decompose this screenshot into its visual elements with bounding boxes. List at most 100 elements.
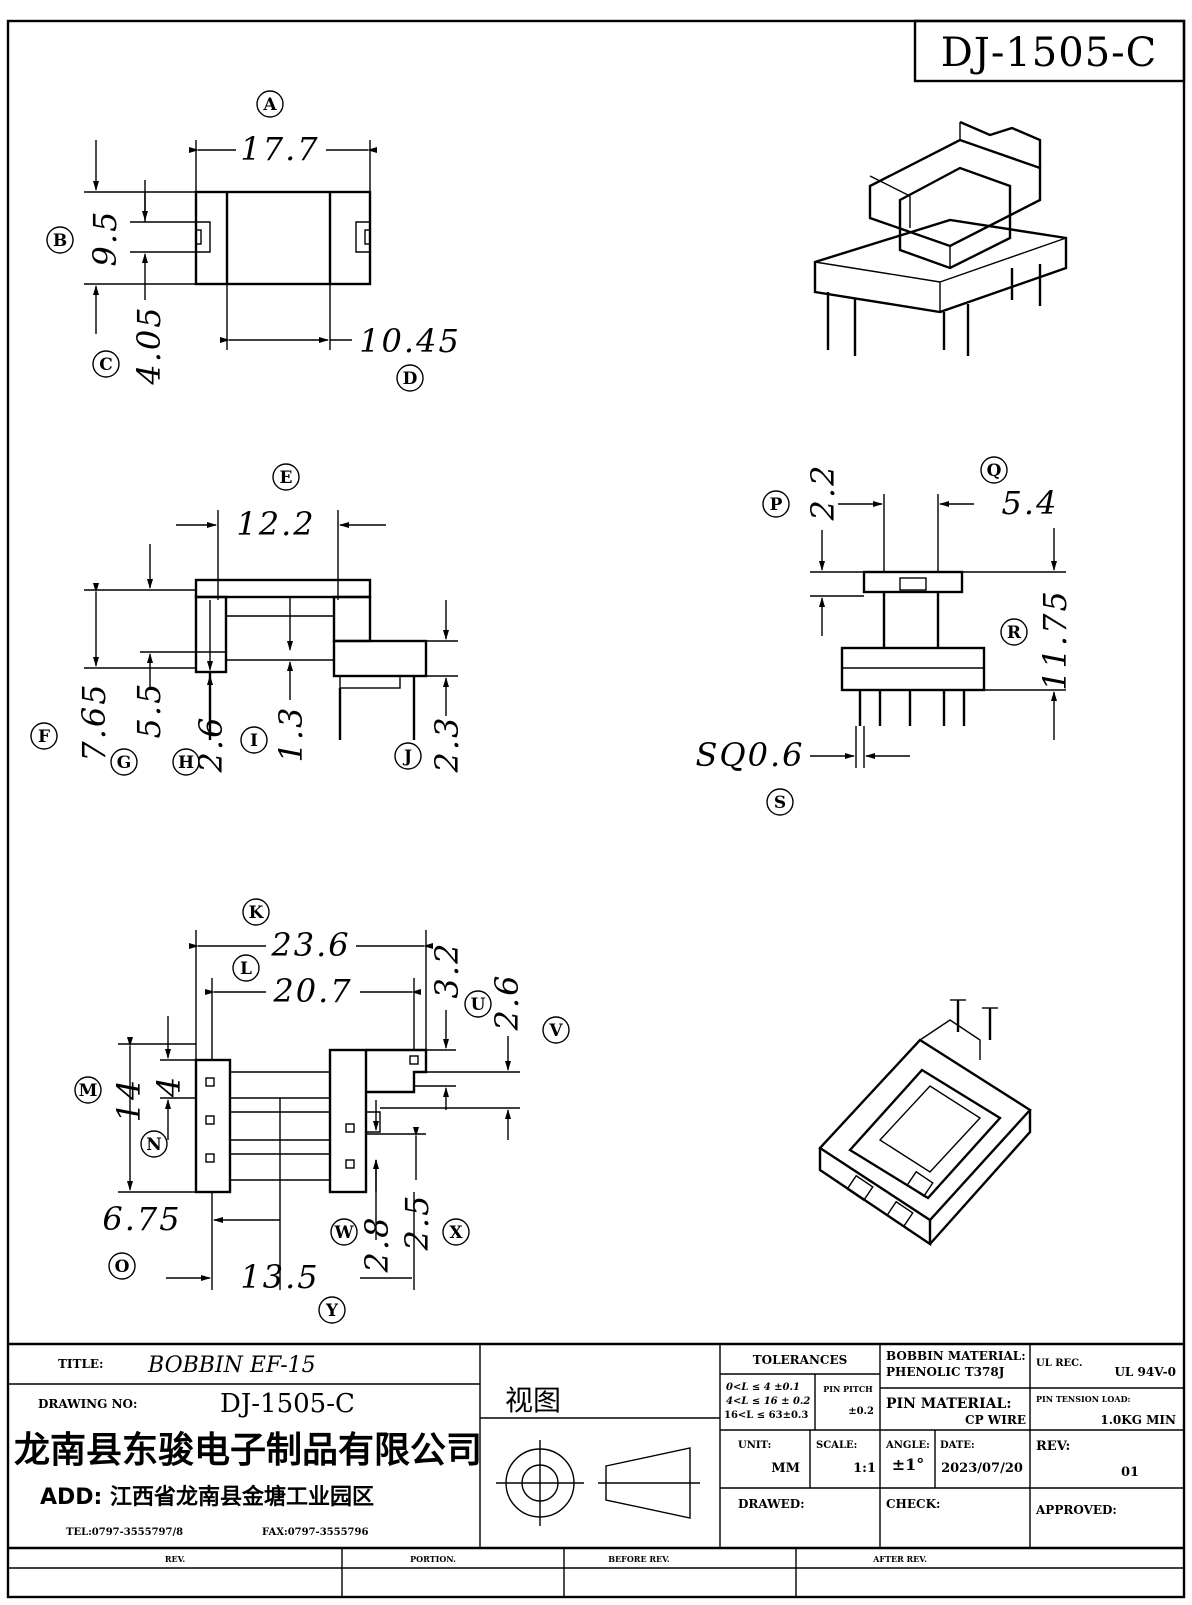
svg-text:K: K xyxy=(249,903,265,923)
isometric-view-bottom xyxy=(818,999,1032,1247)
svg-text:G: G xyxy=(117,753,132,773)
company-address: ADD: 江西省龙南县金塘工业园区 xyxy=(40,1484,374,1510)
svg-text:E: E xyxy=(280,468,293,488)
dim-L: 20.7 xyxy=(272,972,352,1010)
pin-pitch-label: PIN PITCH xyxy=(823,1384,873,1394)
sheet-border xyxy=(6,19,1186,1599)
dim-O: 6.75 xyxy=(102,1200,181,1238)
svg-text:Q: Q xyxy=(987,461,1002,481)
front-view: 12.2 7.65 5.5 2.6 1.3 2.3 E F G H I J xyxy=(30,463,466,776)
angle-value: ±1° xyxy=(892,1455,925,1474)
svg-text:X: X xyxy=(449,1223,463,1243)
bobbin-material-value: PHENOLIC T378J xyxy=(886,1365,1005,1379)
drawing-no-label: DRAWING NO: xyxy=(38,1397,137,1411)
dim-F: 7.65 xyxy=(75,682,113,761)
ul-label: UL REC. xyxy=(1036,1358,1082,1369)
callout-Q: Q xyxy=(980,456,1008,484)
dim-C: 4.05 xyxy=(130,305,168,385)
svg-text:D: D xyxy=(403,369,418,389)
top-view: 17.7 9.5 4.05 10.45 A B C D xyxy=(46,90,459,392)
pin-pitch-value: ±0.2 xyxy=(848,1406,874,1417)
dim-G: 5.5 xyxy=(130,682,168,739)
svg-text:A: A xyxy=(262,95,277,115)
callout-H: H xyxy=(172,748,200,776)
callout-W: W xyxy=(330,1218,358,1246)
rev-col-header: REV. xyxy=(165,1554,186,1564)
dim-M: 14 xyxy=(110,1078,148,1123)
dim-I: 1.3 xyxy=(272,706,310,763)
title-label: TITLE: xyxy=(58,1357,104,1371)
company-tel: TEL:0797-3555797/8 xyxy=(66,1527,183,1538)
svg-text:B: B xyxy=(53,231,67,251)
pin-material-label: PIN MATERIAL: xyxy=(886,1396,1012,1412)
callout-M: M xyxy=(74,1076,102,1104)
unit-value: MM xyxy=(771,1461,800,1476)
svg-text:C: C xyxy=(99,355,113,375)
svg-text:W: W xyxy=(333,1223,354,1243)
callout-K: K xyxy=(242,898,270,926)
dim-P: 2.2 xyxy=(804,464,842,522)
dim-U: 3.2 xyxy=(428,942,466,999)
dim-Q: 5.4 xyxy=(1002,484,1059,522)
dim-N: 4 xyxy=(150,1075,188,1098)
callout-N: N xyxy=(140,1130,168,1158)
dim-A: 17.7 xyxy=(240,130,319,168)
pin-tension-label: PIN TENSION LOAD: xyxy=(1036,1394,1131,1404)
callout-U: U xyxy=(464,990,492,1018)
tolerances-label: TOLERANCES xyxy=(753,1353,848,1367)
callout-B: B xyxy=(46,226,74,254)
title-value: BOBBIN EF-15 xyxy=(147,1353,316,1378)
dim-R: 11.75 xyxy=(1036,589,1074,691)
bottom-view: 23.6 20.7 14 4 6.75 13.5 3.2 xyxy=(74,898,570,1324)
after-rev-col-header: AFTER REV. xyxy=(872,1554,927,1564)
callout-G: G xyxy=(110,748,138,776)
callout-E: E xyxy=(272,463,300,491)
drawing-no-value: DJ-1505-C xyxy=(220,1389,355,1419)
pin-material-value: CP WIRE xyxy=(965,1413,1026,1427)
callout-R: R xyxy=(1000,618,1028,646)
dim-W: 2.8 xyxy=(358,1216,396,1274)
drawing-code: DJ-1505-C xyxy=(941,30,1158,76)
svg-text:F: F xyxy=(38,727,50,747)
check-label: CHECK: xyxy=(886,1497,940,1511)
dim-V: 2.6 xyxy=(488,974,526,1032)
projection-symbol xyxy=(496,1440,700,1526)
approved-label: APPROVED: xyxy=(1035,1503,1117,1517)
isometric-view-top xyxy=(813,120,1068,356)
callout-A: A xyxy=(256,90,284,118)
svg-text:I: I xyxy=(250,731,258,751)
callout-O: O xyxy=(108,1252,136,1280)
dim-Y: 13.5 xyxy=(240,1258,319,1296)
date-value: 2023/07/20 xyxy=(941,1461,1023,1476)
company-name: 龙南县东骏电子制品有限公司 xyxy=(14,1429,482,1471)
drawing-code-box: DJ-1505-C xyxy=(913,19,1186,83)
callout-J: J xyxy=(394,742,422,770)
svg-text:N: N xyxy=(146,1135,162,1155)
rev-value: 01 xyxy=(1121,1465,1139,1480)
svg-text:P: P xyxy=(770,495,783,515)
callout-D: D xyxy=(396,364,424,392)
unit-label: UNIT: xyxy=(738,1440,771,1451)
svg-text:V: V xyxy=(548,1021,563,1041)
dim-B: 9.5 xyxy=(86,210,124,267)
svg-text:J: J xyxy=(402,747,412,767)
callout-C: C xyxy=(92,350,120,378)
svg-text:H: H xyxy=(178,753,194,773)
svg-text:S: S xyxy=(774,793,786,813)
tol-line-2: 4<L ≤ 16 ± 0.2 xyxy=(726,1396,810,1407)
angle-label: ANGLE: xyxy=(885,1440,930,1451)
before-rev-col-header: BEFORE REV. xyxy=(608,1554,670,1564)
tol-line-3: 16<L ≤ 63±0.3 xyxy=(724,1410,808,1421)
portion-col-header: PORTION. xyxy=(410,1554,456,1564)
svg-text:R: R xyxy=(1007,623,1022,643)
callout-X: X xyxy=(442,1218,470,1246)
dim-S: SQ0.6 xyxy=(695,736,804,774)
scale-value: 1:1 xyxy=(853,1461,876,1476)
date-label: DATE: xyxy=(940,1440,975,1451)
svg-text:L: L xyxy=(240,959,252,979)
side-view: 2.2 5.4 11.75 SQ0.6 P Q R S xyxy=(695,456,1074,816)
svg-text:Y: Y xyxy=(325,1301,339,1321)
callout-V: V xyxy=(542,1016,570,1044)
company-fax: FAX:0797-3555796 xyxy=(262,1527,368,1538)
